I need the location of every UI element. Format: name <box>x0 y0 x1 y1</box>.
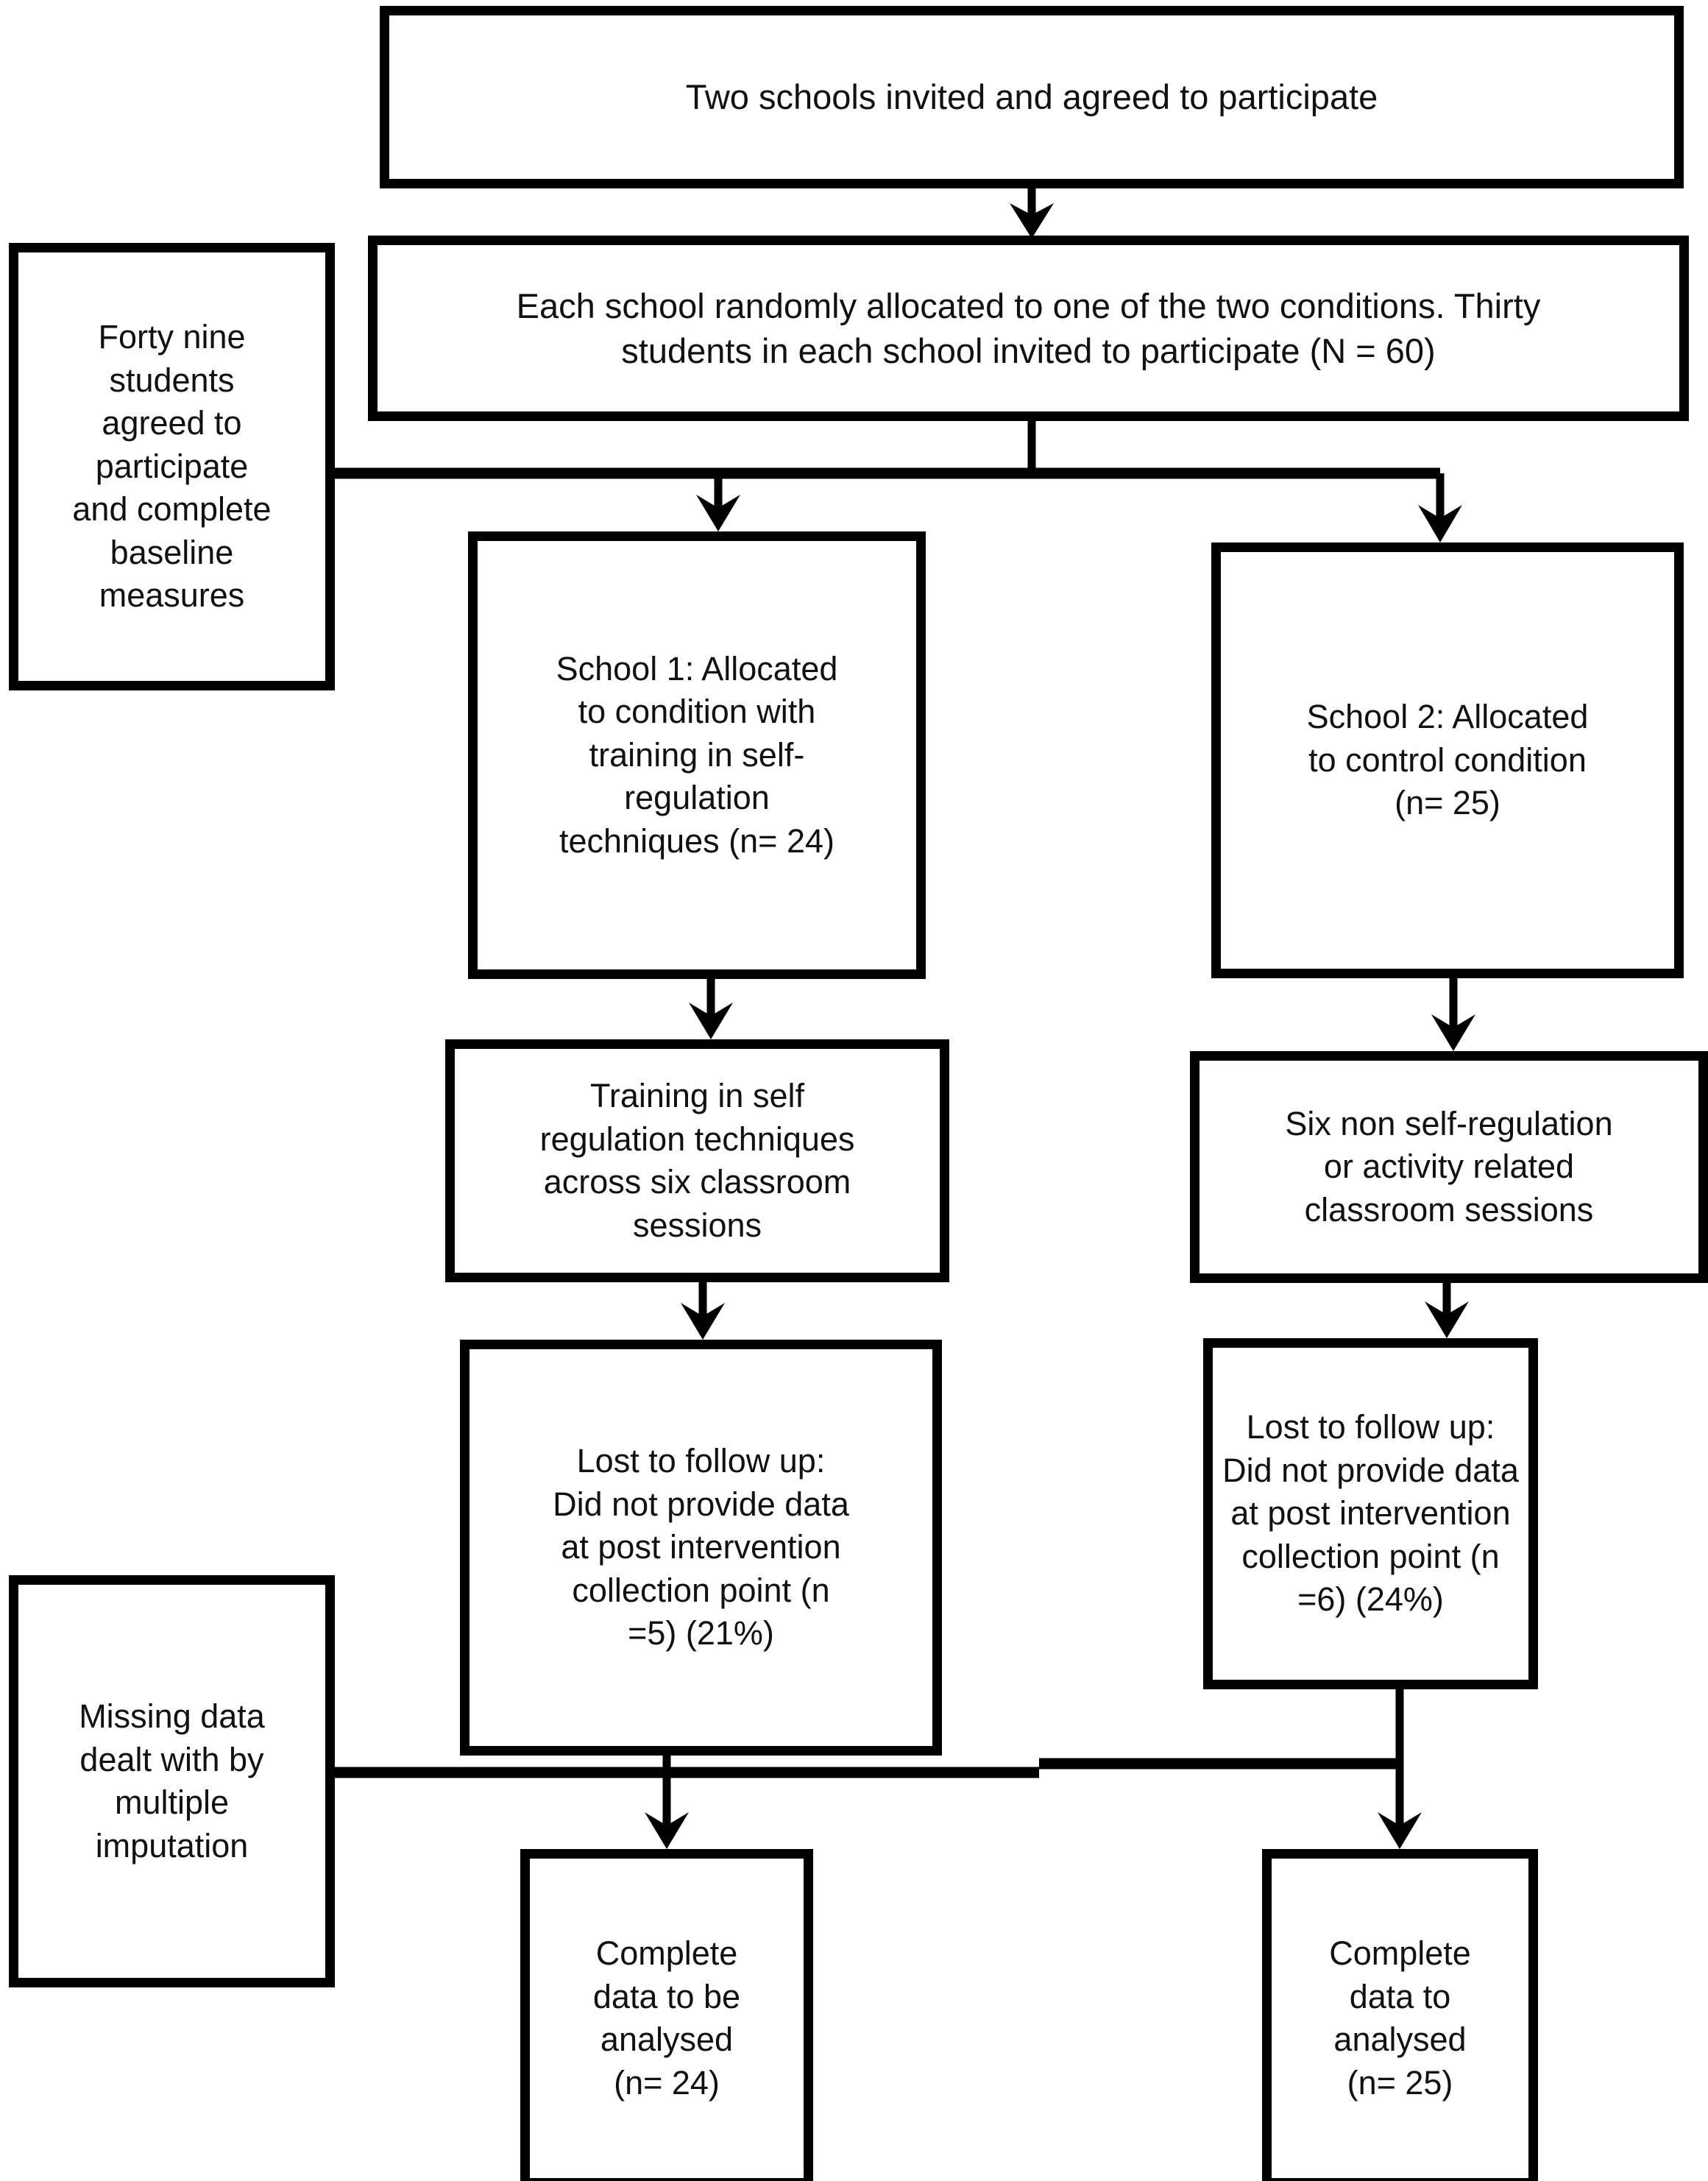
node-lost-to-follow-up-school-2-label: Lost to follow up: Did not provide data … <box>1222 1408 1519 1619</box>
node-complete-data-analysed-school-2-label: Complete data to analysed (n= 25) <box>1329 1934 1471 2102</box>
node-missing-data-multiple-imputation-label: Missing data dealt with by multiple impu… <box>79 1697 265 1864</box>
node-complete-data-analysed-school-1-label: Complete data to be analysed (n= 24) <box>592 1934 741 2102</box>
arrowhead-branch-right <box>1418 505 1462 542</box>
node-training-in-self-regulation-label: Training in self regulation techniques a… <box>539 1077 855 1244</box>
arrowhead-school1-to-training <box>689 1003 733 1039</box>
arrowhead-sixnon-to-lost2 <box>1425 1301 1469 1338</box>
node-school-1-allocated[interactable]: School 1: Allocated to condition with tr… <box>468 531 926 979</box>
arrowhead-branch-left <box>696 495 740 531</box>
node-six-non-self-regulation-sessions[interactable]: Six non self-regulation or activity rela… <box>1190 1051 1708 1283</box>
node-training-in-self-regulation[interactable]: Training in self regulation techniques a… <box>445 1039 949 1282</box>
node-two-schools-invited-label: Two schools invited and agreed to partic… <box>685 77 1378 117</box>
arrowhead-lost1-to-complete1 <box>645 1812 689 1849</box>
node-lost-to-follow-up-school-2[interactable]: Lost to follow up: Did not provide data … <box>1203 1338 1538 1689</box>
node-lost-to-follow-up-school-1-label: Lost to follow up: Did not provide data … <box>553 1442 849 1652</box>
arrowhead-school2-to-sixnon <box>1431 1014 1475 1051</box>
arrowhead-top-to-allocation <box>1010 203 1054 238</box>
node-school-2-allocated-label: School 2: Allocated to control condition… <box>1306 698 1589 822</box>
node-each-school-randomly-allocated[interactable]: Each school randomly allocated to one of… <box>368 236 1689 421</box>
node-school-1-allocated-label: School 1: Allocated to condition with tr… <box>556 649 838 860</box>
node-school-2-allocated[interactable]: School 2: Allocated to control condition… <box>1211 542 1684 978</box>
arrowhead-training-to-lost1 <box>681 1303 725 1340</box>
node-complete-data-analysed-school-2[interactable]: Complete data to analysed (n= 25) <box>1262 1849 1538 2181</box>
node-complete-data-analysed-school-1[interactable]: Complete data to be analysed (n= 24) <box>520 1849 813 2181</box>
node-each-school-randomly-allocated-label: Each school randomly allocated to one of… <box>516 286 1541 370</box>
arrowhead-lost2-to-complete2 <box>1378 1812 1422 1849</box>
node-lost-to-follow-up-school-1[interactable]: Lost to follow up: Did not provide data … <box>460 1340 942 1756</box>
node-missing-data-multiple-imputation[interactable]: Missing data dealt with by multiple impu… <box>9 1575 335 1987</box>
node-forty-nine-students-agreed[interactable]: Forty nine students agreed to participat… <box>9 243 335 690</box>
node-two-schools-invited[interactable]: Two schools invited and agreed to partic… <box>380 6 1684 188</box>
node-forty-nine-students-agreed-label: Forty nine students agreed to participat… <box>72 318 272 615</box>
node-six-non-self-regulation-sessions-label: Six non self-regulation or activity rela… <box>1285 1104 1613 1229</box>
